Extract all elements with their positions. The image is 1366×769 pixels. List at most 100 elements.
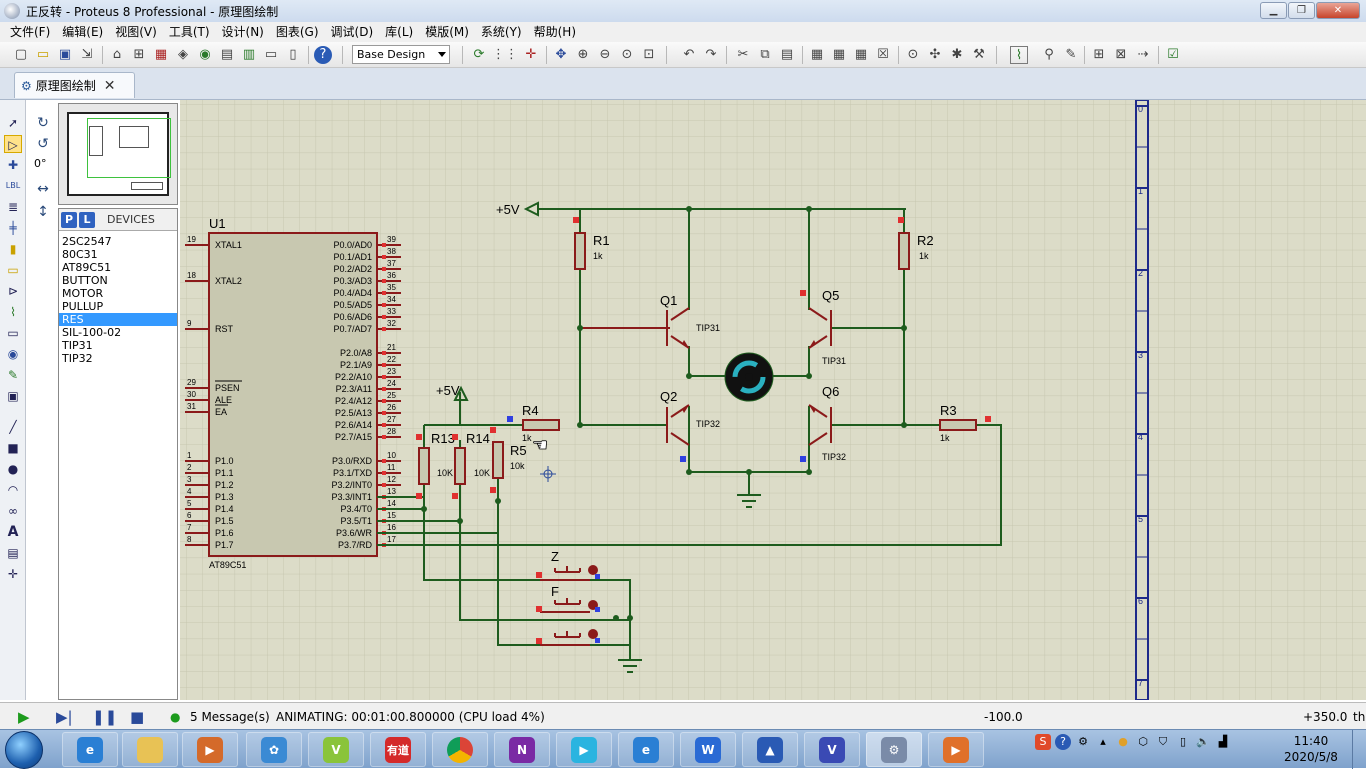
design-explorer-icon[interactable]: ▭ xyxy=(264,47,278,62)
device-pin-icon[interactable]: ⊳ xyxy=(7,284,19,298)
bom-icon[interactable]: ▤ xyxy=(220,47,234,62)
make-device-icon[interactable]: ✣ xyxy=(929,47,941,62)
list-item[interactable]: TIP31 xyxy=(62,339,93,352)
wire-label-icon[interactable]: LBL xyxy=(5,181,21,190)
menu-tools[interactable]: 工具(T) xyxy=(168,25,210,39)
restore-button[interactable]: ❐ xyxy=(1288,2,1315,19)
cut-icon[interactable]: ✂ xyxy=(737,47,749,62)
schematic-icon[interactable]: ⊞ xyxy=(133,47,145,62)
electrical-rule-check-icon[interactable]: ☑ xyxy=(1167,47,1179,62)
network-icon[interactable]: ▟ xyxy=(1218,735,1228,748)
block-copy-icon[interactable]: ▦ xyxy=(810,47,824,62)
overview-viewport[interactable] xyxy=(87,118,171,178)
tray-app-icon[interactable]: ● xyxy=(1118,735,1128,748)
undo-icon[interactable]: ↶ xyxy=(683,47,695,62)
component-mode-icon[interactable]: ▷ xyxy=(4,135,22,153)
system-clock[interactable]: 11:40 2020/5/8 xyxy=(1280,733,1342,765)
help-tray-icon[interactable]: ? xyxy=(1055,734,1071,750)
tab-schematic-capture[interactable]: ⚙ 原理图绘制 ✕ xyxy=(14,72,135,98)
list-item[interactable]: MOTOR xyxy=(62,287,104,300)
menu-design[interactable]: 设计(N) xyxy=(221,25,264,39)
selection-mode-icon[interactable]: ➚ xyxy=(7,116,19,130)
taskbar-video-icon[interactable]: ▶ xyxy=(556,732,612,767)
play-icon[interactable]: ▶ xyxy=(18,708,30,726)
subcircuit-icon[interactable]: ▮ xyxy=(9,242,17,256)
home-icon[interactable]: ⌂ xyxy=(112,47,122,62)
paste-icon[interactable]: ▤ xyxy=(780,47,794,62)
taskbar-player-icon[interactable]: V xyxy=(308,732,364,767)
import-icon[interactable]: ⇲ xyxy=(81,47,93,62)
menu-edit[interactable]: 编辑(E) xyxy=(62,25,104,39)
tray-security-icon[interactable]: ⛉ xyxy=(1158,735,1168,748)
virtual-instrument-icon[interactable]: ▣ xyxy=(7,389,19,403)
origin-icon[interactable]: ✛ xyxy=(525,47,537,62)
line-tool-icon[interactable]: ╱ xyxy=(9,420,17,434)
pause-icon[interactable]: ❚❚ xyxy=(92,708,118,726)
taskbar-ie-icon[interactable]: e xyxy=(62,732,118,767)
resistor-r5[interactable] xyxy=(492,441,504,479)
marker-tool-icon[interactable]: ✛ xyxy=(7,567,19,581)
box-tool-icon[interactable]: ■ xyxy=(7,441,19,455)
refresh-icon[interactable]: ⟳ xyxy=(473,47,485,62)
resistor-r3[interactable] xyxy=(939,419,977,431)
circle-tool-icon[interactable]: ● xyxy=(7,462,19,476)
tape-recorder-icon[interactable]: ▭ xyxy=(7,326,19,340)
flip-horizontal-icon[interactable]: ↔ xyxy=(37,181,49,197)
grid-toggle-icon[interactable]: ⋮⋮ xyxy=(492,47,518,62)
junction-dot-icon[interactable]: ✚ xyxy=(7,158,19,172)
wire-autorouter-icon[interactable]: ⌇ xyxy=(1010,46,1028,64)
report-icon[interactable]: ▯ xyxy=(289,47,297,62)
stop-icon[interactable]: ■ xyxy=(130,708,145,726)
pick-devices-button[interactable]: P xyxy=(61,211,77,228)
goto-sheet-icon[interactable]: ⇢ xyxy=(1137,47,1149,62)
step-icon[interactable]: ▶| xyxy=(56,708,73,726)
decompose-icon[interactable]: ⚒ xyxy=(973,47,985,62)
list-item[interactable]: PULLUP xyxy=(62,300,104,313)
transistor-q1[interactable] xyxy=(580,307,690,349)
source-code-icon[interactable]: ▥ xyxy=(242,47,256,62)
ime-icon[interactable]: S xyxy=(1035,734,1051,750)
3d-view-icon[interactable]: ◈ xyxy=(178,47,188,62)
taskbar-baidu-icon[interactable]: ✿ xyxy=(246,732,302,767)
proteus-app-icon[interactable] xyxy=(4,3,20,19)
tray-usb-icon[interactable]: ▯ xyxy=(1179,735,1187,748)
taskbar-media-icon[interactable]: ▶ xyxy=(182,732,238,767)
taskbar-ie2-icon[interactable]: e xyxy=(618,732,674,767)
volume-icon[interactable]: 🔈 xyxy=(1196,735,1210,748)
rotate-clockwise-icon[interactable]: ↻ xyxy=(37,115,49,131)
taskbar-keil-icon[interactable]: V xyxy=(804,732,860,767)
arc-tool-icon[interactable]: ◠ xyxy=(7,483,19,497)
menu-file[interactable]: 文件(F) xyxy=(10,25,51,39)
minimize-button[interactable]: ▁ xyxy=(1260,2,1287,19)
list-item[interactable]: 2SC2547 xyxy=(62,235,112,248)
graph-icon[interactable]: ⌇ xyxy=(10,305,16,319)
block-rotate-icon[interactable]: ▦ xyxy=(854,47,868,62)
library-manager-button[interactable]: L xyxy=(79,211,95,228)
menu-library[interactable]: 库(L) xyxy=(385,25,414,39)
zoom-area-icon[interactable]: ⊡ xyxy=(643,47,655,62)
gerber-icon[interactable]: ◉ xyxy=(199,47,211,62)
symbol-tool-icon[interactable]: ▤ xyxy=(7,546,19,560)
flip-vertical-icon[interactable]: ↕ xyxy=(37,204,49,220)
taskbar-proteus-icon[interactable]: ⚙ xyxy=(866,732,922,767)
zoom-in-icon[interactable]: ⊕ xyxy=(577,47,589,62)
show-desktop-button[interactable] xyxy=(1352,730,1366,769)
button-f[interactable] xyxy=(540,598,590,613)
package-tool-icon[interactable]: ✱ xyxy=(951,47,963,62)
list-item[interactable]: AT89C51 xyxy=(62,261,112,274)
menu-help[interactable]: 帮助(H) xyxy=(533,25,577,39)
resistor-r1[interactable] xyxy=(574,232,586,270)
tray-settings-icon[interactable]: ⚙ xyxy=(1078,735,1088,748)
redo-icon[interactable]: ↷ xyxy=(705,47,717,62)
list-item[interactable]: SIL-100-02 xyxy=(62,326,122,339)
terminal-icon[interactable]: ▭ xyxy=(7,263,19,277)
list-item[interactable]: 80C31 xyxy=(62,248,98,261)
block-move-icon[interactable]: ▦ xyxy=(832,47,846,62)
taskbar-explorer-icon[interactable] xyxy=(122,732,178,767)
taskbar-onenote-icon[interactable]: N xyxy=(494,732,550,767)
new-sheet-icon[interactable]: ⊞ xyxy=(1093,47,1105,62)
menu-debug[interactable]: 调试(D) xyxy=(330,25,374,39)
copy-icon[interactable]: ⧉ xyxy=(760,47,770,62)
motor-icon[interactable] xyxy=(724,352,774,402)
